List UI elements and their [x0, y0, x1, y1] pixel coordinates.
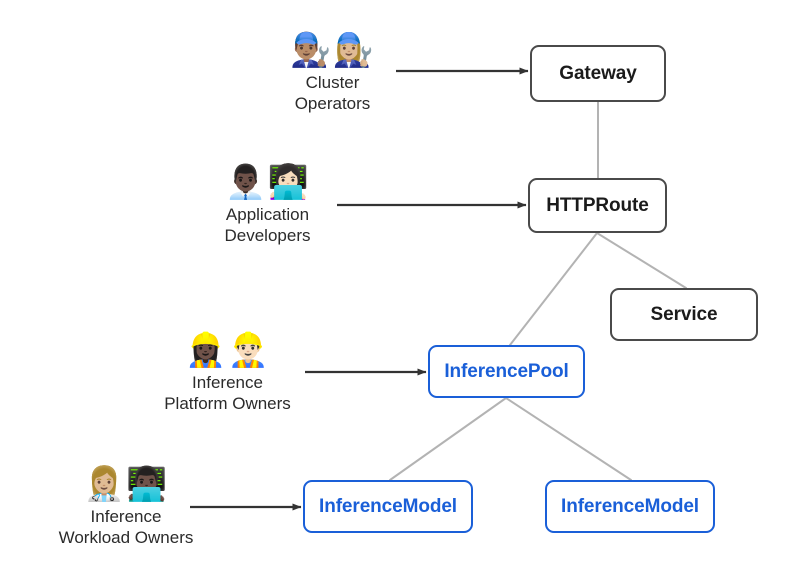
woman-health-worker-icon-and-man-technologist-icon: 👩🏼‍⚕️👨🏿‍💻: [83, 464, 169, 503]
persona-cluster-operators: 👨🏽‍🔧👩🏼‍🔧 Cluster Operators: [255, 30, 410, 114]
woman-construction-worker-icon-and-man-construction-worker-icon: 👷🏿‍♀️👷🏻‍♂️: [185, 330, 270, 369]
man-mechanic-icon-and-woman-mechanic-icon: 👨🏽‍🔧👩🏼‍🔧: [290, 30, 375, 69]
node-inferencemodel-2[interactable]: InferenceModel: [545, 480, 715, 533]
persona-label: Cluster Operators: [294, 73, 371, 113]
edge-httproute-to-service: [596, 232, 687, 289]
persona-inference-workload-owners: 👩🏼‍⚕️👨🏿‍💻 Inference Workload Owners: [42, 464, 210, 548]
persona-inference-platform-owners: 👷🏿‍♀️👷🏻‍♂️ Inference Platform Owners: [145, 330, 310, 414]
node-label: HTTPRoute: [546, 194, 649, 216]
node-gateway[interactable]: Gateway: [530, 45, 666, 102]
node-label: InferencePool: [444, 360, 569, 382]
node-inferencemodel-1[interactable]: InferenceModel: [303, 480, 473, 533]
edge-inferencepool-to-inferencemodel-2: [505, 397, 632, 481]
node-label: Gateway: [559, 62, 637, 84]
node-service[interactable]: Service: [610, 288, 758, 341]
node-label: InferenceModel: [319, 495, 457, 517]
persona-arrows: [190, 67, 529, 511]
persona-application-developers: 👨🏿‍💼👩🏻‍💻 Application Developers: [190, 162, 345, 246]
man-office-worker-icon-and-woman-technologist-icon: 👨🏿‍💼👩🏻‍💻: [225, 162, 310, 201]
node-label: Service: [650, 303, 718, 325]
node-inferencepool[interactable]: InferencePool: [428, 345, 585, 398]
edge-inferencepool-to-inferencemodel-1: [389, 397, 507, 481]
node-httproute[interactable]: HTTPRoute: [528, 178, 667, 233]
edge-httproute-to-inferencepool: [509, 232, 598, 346]
node-label: InferenceModel: [561, 495, 699, 517]
persona-label: Inference Platform Owners: [164, 373, 291, 413]
persona-label: Inference Workload Owners: [58, 507, 194, 547]
persona-label: Application Developers: [224, 205, 311, 245]
